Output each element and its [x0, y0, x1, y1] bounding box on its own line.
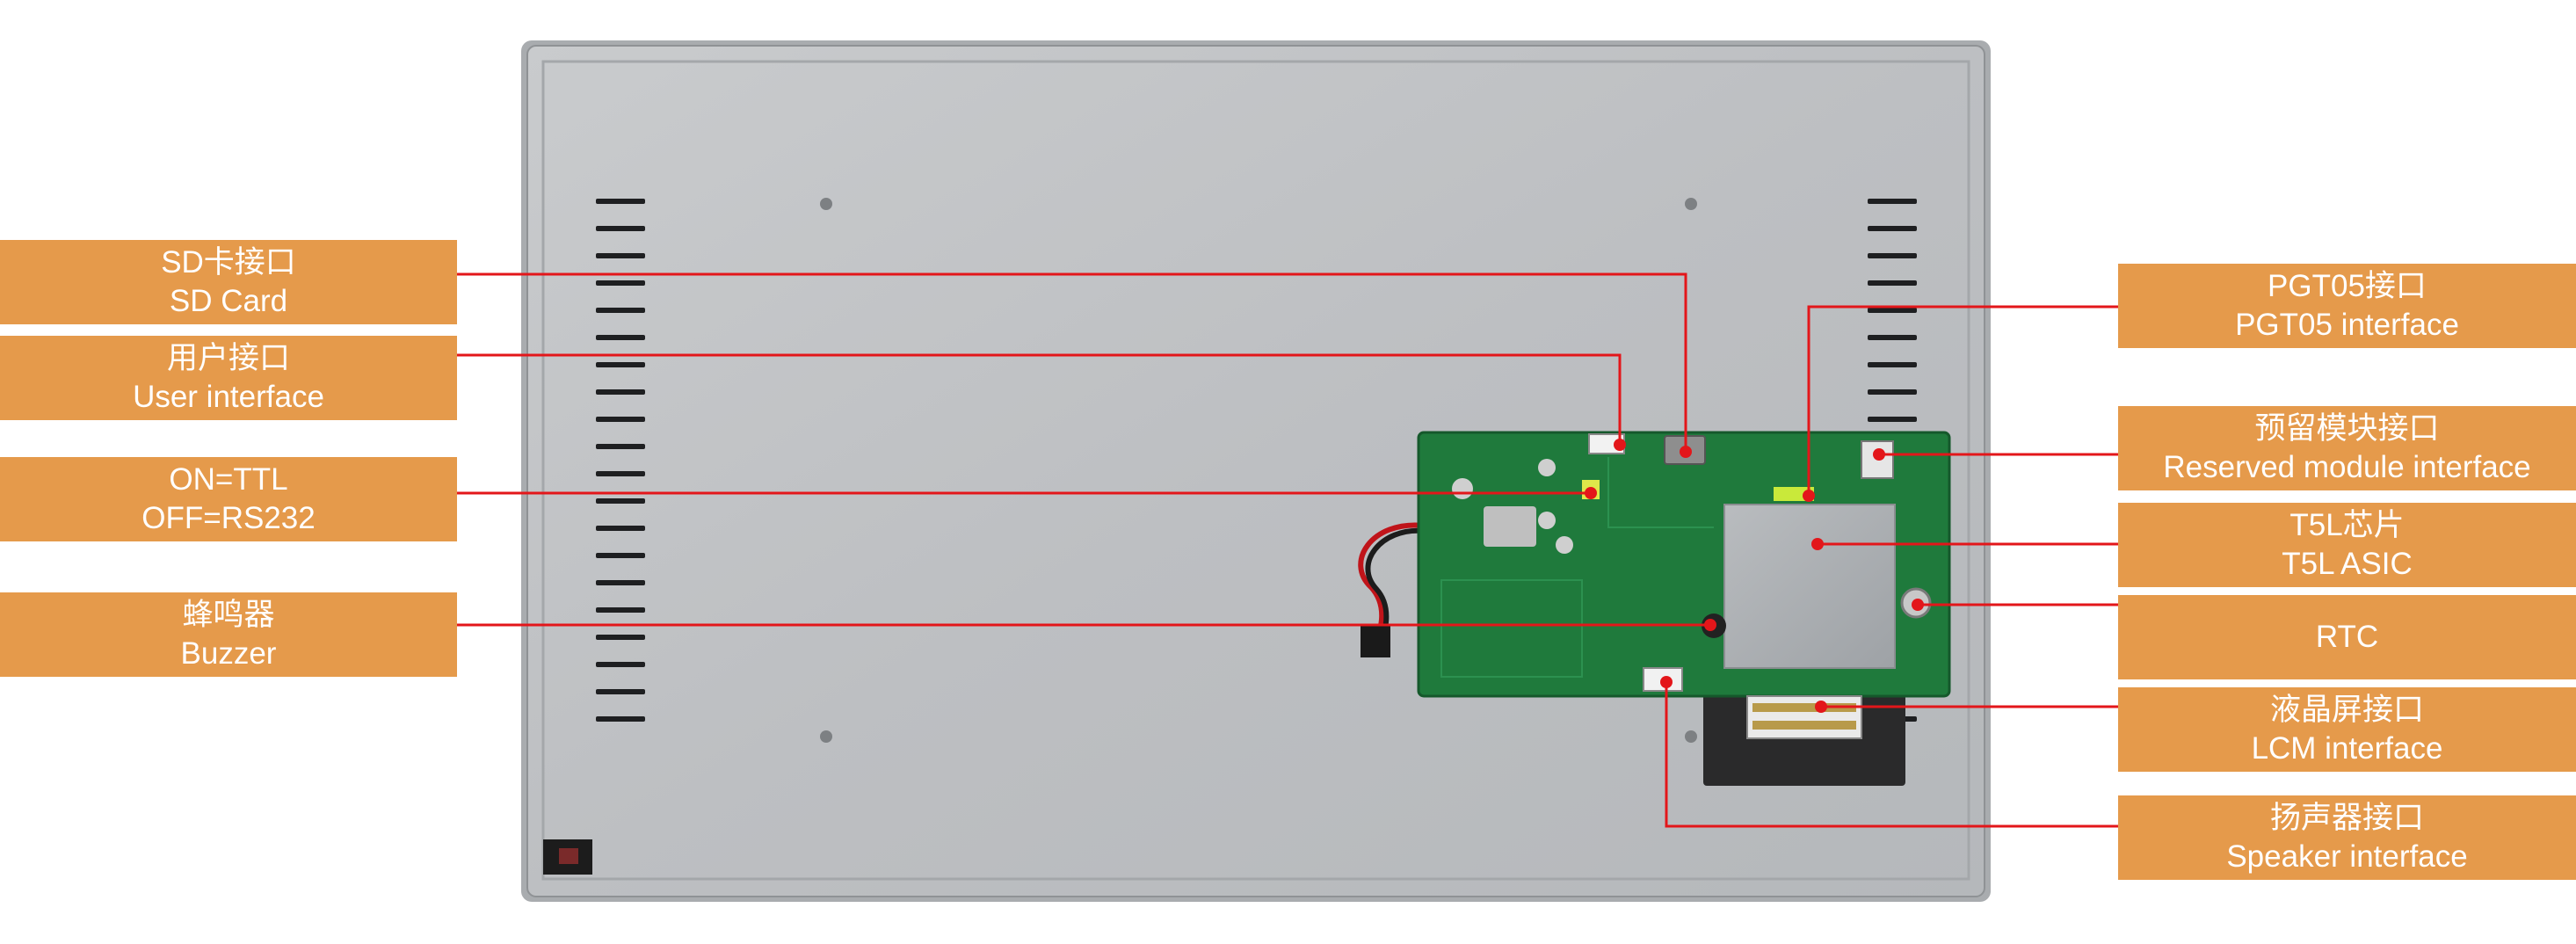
dot-speaker [1660, 676, 1673, 688]
vent-slot [1868, 335, 1917, 340]
vent-slot [1868, 199, 1917, 204]
screw-hole [820, 198, 832, 210]
vent-slot [596, 417, 645, 422]
dot-user-interface [1614, 439, 1626, 451]
dot-pgt05 [1803, 490, 1815, 502]
dot-lcm [1815, 701, 1827, 713]
vent-slot [596, 498, 645, 504]
label-reserved-module-zh: 预留模块接口 [2254, 411, 2440, 446]
vent-slot [1868, 389, 1917, 395]
label-sd-card-en: SD Card [169, 284, 288, 318]
label-t5l-asic-en: T5L ASIC [2282, 547, 2413, 581]
label-sd-card-zh: SD卡接口 [161, 245, 296, 280]
callout-dots [1585, 439, 1924, 713]
label-user-interface: 用户接口 User interface [0, 336, 457, 420]
vent-slot [1868, 226, 1917, 231]
vent-slot [596, 526, 645, 531]
label-reserved-module: 预留模块接口 Reserved module interface [2118, 406, 2576, 490]
vent-slot [596, 362, 645, 367]
vent-slot [596, 335, 645, 340]
label-rtc-zh: RTC [2315, 620, 2379, 654]
mounting-screws [820, 198, 1697, 743]
vent-slot [596, 444, 645, 449]
callout-line-speaker [1665, 682, 2118, 828]
vent-slot [596, 308, 645, 313]
vent-slot [596, 471, 645, 476]
label-lcm-interface-zh: 液晶屏接口 [2269, 693, 2424, 727]
vent-slot [596, 580, 645, 585]
callout-line-pgt05 [1807, 305, 2118, 494]
vents-left [596, 199, 645, 722]
label-pgt05: PGT05接口 PGT05 interface [2118, 264, 2576, 348]
callout-line-sd-card [457, 272, 1687, 450]
vent-slot [1868, 308, 1917, 313]
label-rtc: RTC [2118, 595, 2576, 679]
label-ttl-rs232: ON=TTL OFF=RS232 [0, 457, 457, 541]
vent-slot [1868, 253, 1917, 258]
label-t5l-asic-zh: T5L芯片 [2289, 508, 2405, 542]
screw-hole [1685, 730, 1697, 743]
label-sd-card: SD卡接口 SD Card [0, 240, 457, 324]
vent-slot [596, 716, 645, 722]
vent-slot [596, 280, 645, 286]
vent-slot [596, 253, 645, 258]
vent-slot [596, 662, 645, 667]
vent-slot [596, 199, 645, 204]
dot-buzzer [1704, 619, 1716, 631]
dot-ttl [1585, 487, 1597, 499]
vent-slot [596, 226, 645, 231]
label-buzzer: 蜂鸣器 Buzzer [0, 592, 457, 677]
screw-hole [820, 730, 832, 743]
dot-sd-card [1680, 446, 1692, 458]
vent-slot [1868, 362, 1917, 367]
inductor [1484, 506, 1536, 547]
vent-slot [1868, 417, 1917, 422]
dot-rtc [1912, 599, 1924, 611]
label-ttl-rs232-line2: OFF=RS232 [141, 501, 316, 535]
label-user-interface-zh: 用户接口 [166, 341, 290, 375]
label-user-interface-en: User interface [133, 380, 324, 414]
label-speaker-interface-en: Speaker interface [2226, 839, 2468, 874]
label-pgt05-en: PGT05 interface [2235, 308, 2459, 342]
control-pcb [1417, 431, 1951, 739]
vent-slot [596, 607, 645, 613]
vent-slot [596, 553, 645, 558]
dot-reserved [1873, 448, 1885, 461]
screw-hole [1685, 198, 1697, 210]
label-speaker-interface-zh: 扬声器接口 [2269, 801, 2424, 835]
vent-slot [596, 689, 645, 694]
label-speaker-interface: 扬声器接口 Speaker interface [2118, 795, 2576, 880]
label-buzzer-en: Buzzer [180, 636, 277, 671]
label-pgt05-zh: PGT05接口 [2268, 269, 2427, 303]
callout-line-user-interface [457, 353, 1622, 445]
vent-slot [1868, 280, 1917, 286]
lcm-connector [1746, 695, 1862, 739]
label-reserved-module-en: Reserved module interface [2163, 450, 2531, 484]
vent-slot [596, 389, 645, 395]
warranty-sticker [543, 839, 592, 875]
label-buzzer-zh: 蜂鸣器 [182, 598, 275, 632]
callout-lines [457, 272, 2118, 828]
label-lcm-interface: 液晶屏接口 LCM interface [2118, 687, 2576, 772]
label-ttl-rs232-line1: ON=TTL [169, 462, 288, 497]
t5l-shield [1723, 504, 1896, 669]
label-lcm-interface-en: LCM interface [2251, 731, 2443, 766]
label-t5l-asic: T5L芯片 T5L ASIC [2118, 503, 2576, 587]
vent-slot [596, 635, 645, 640]
dot-t5l [1811, 538, 1824, 550]
